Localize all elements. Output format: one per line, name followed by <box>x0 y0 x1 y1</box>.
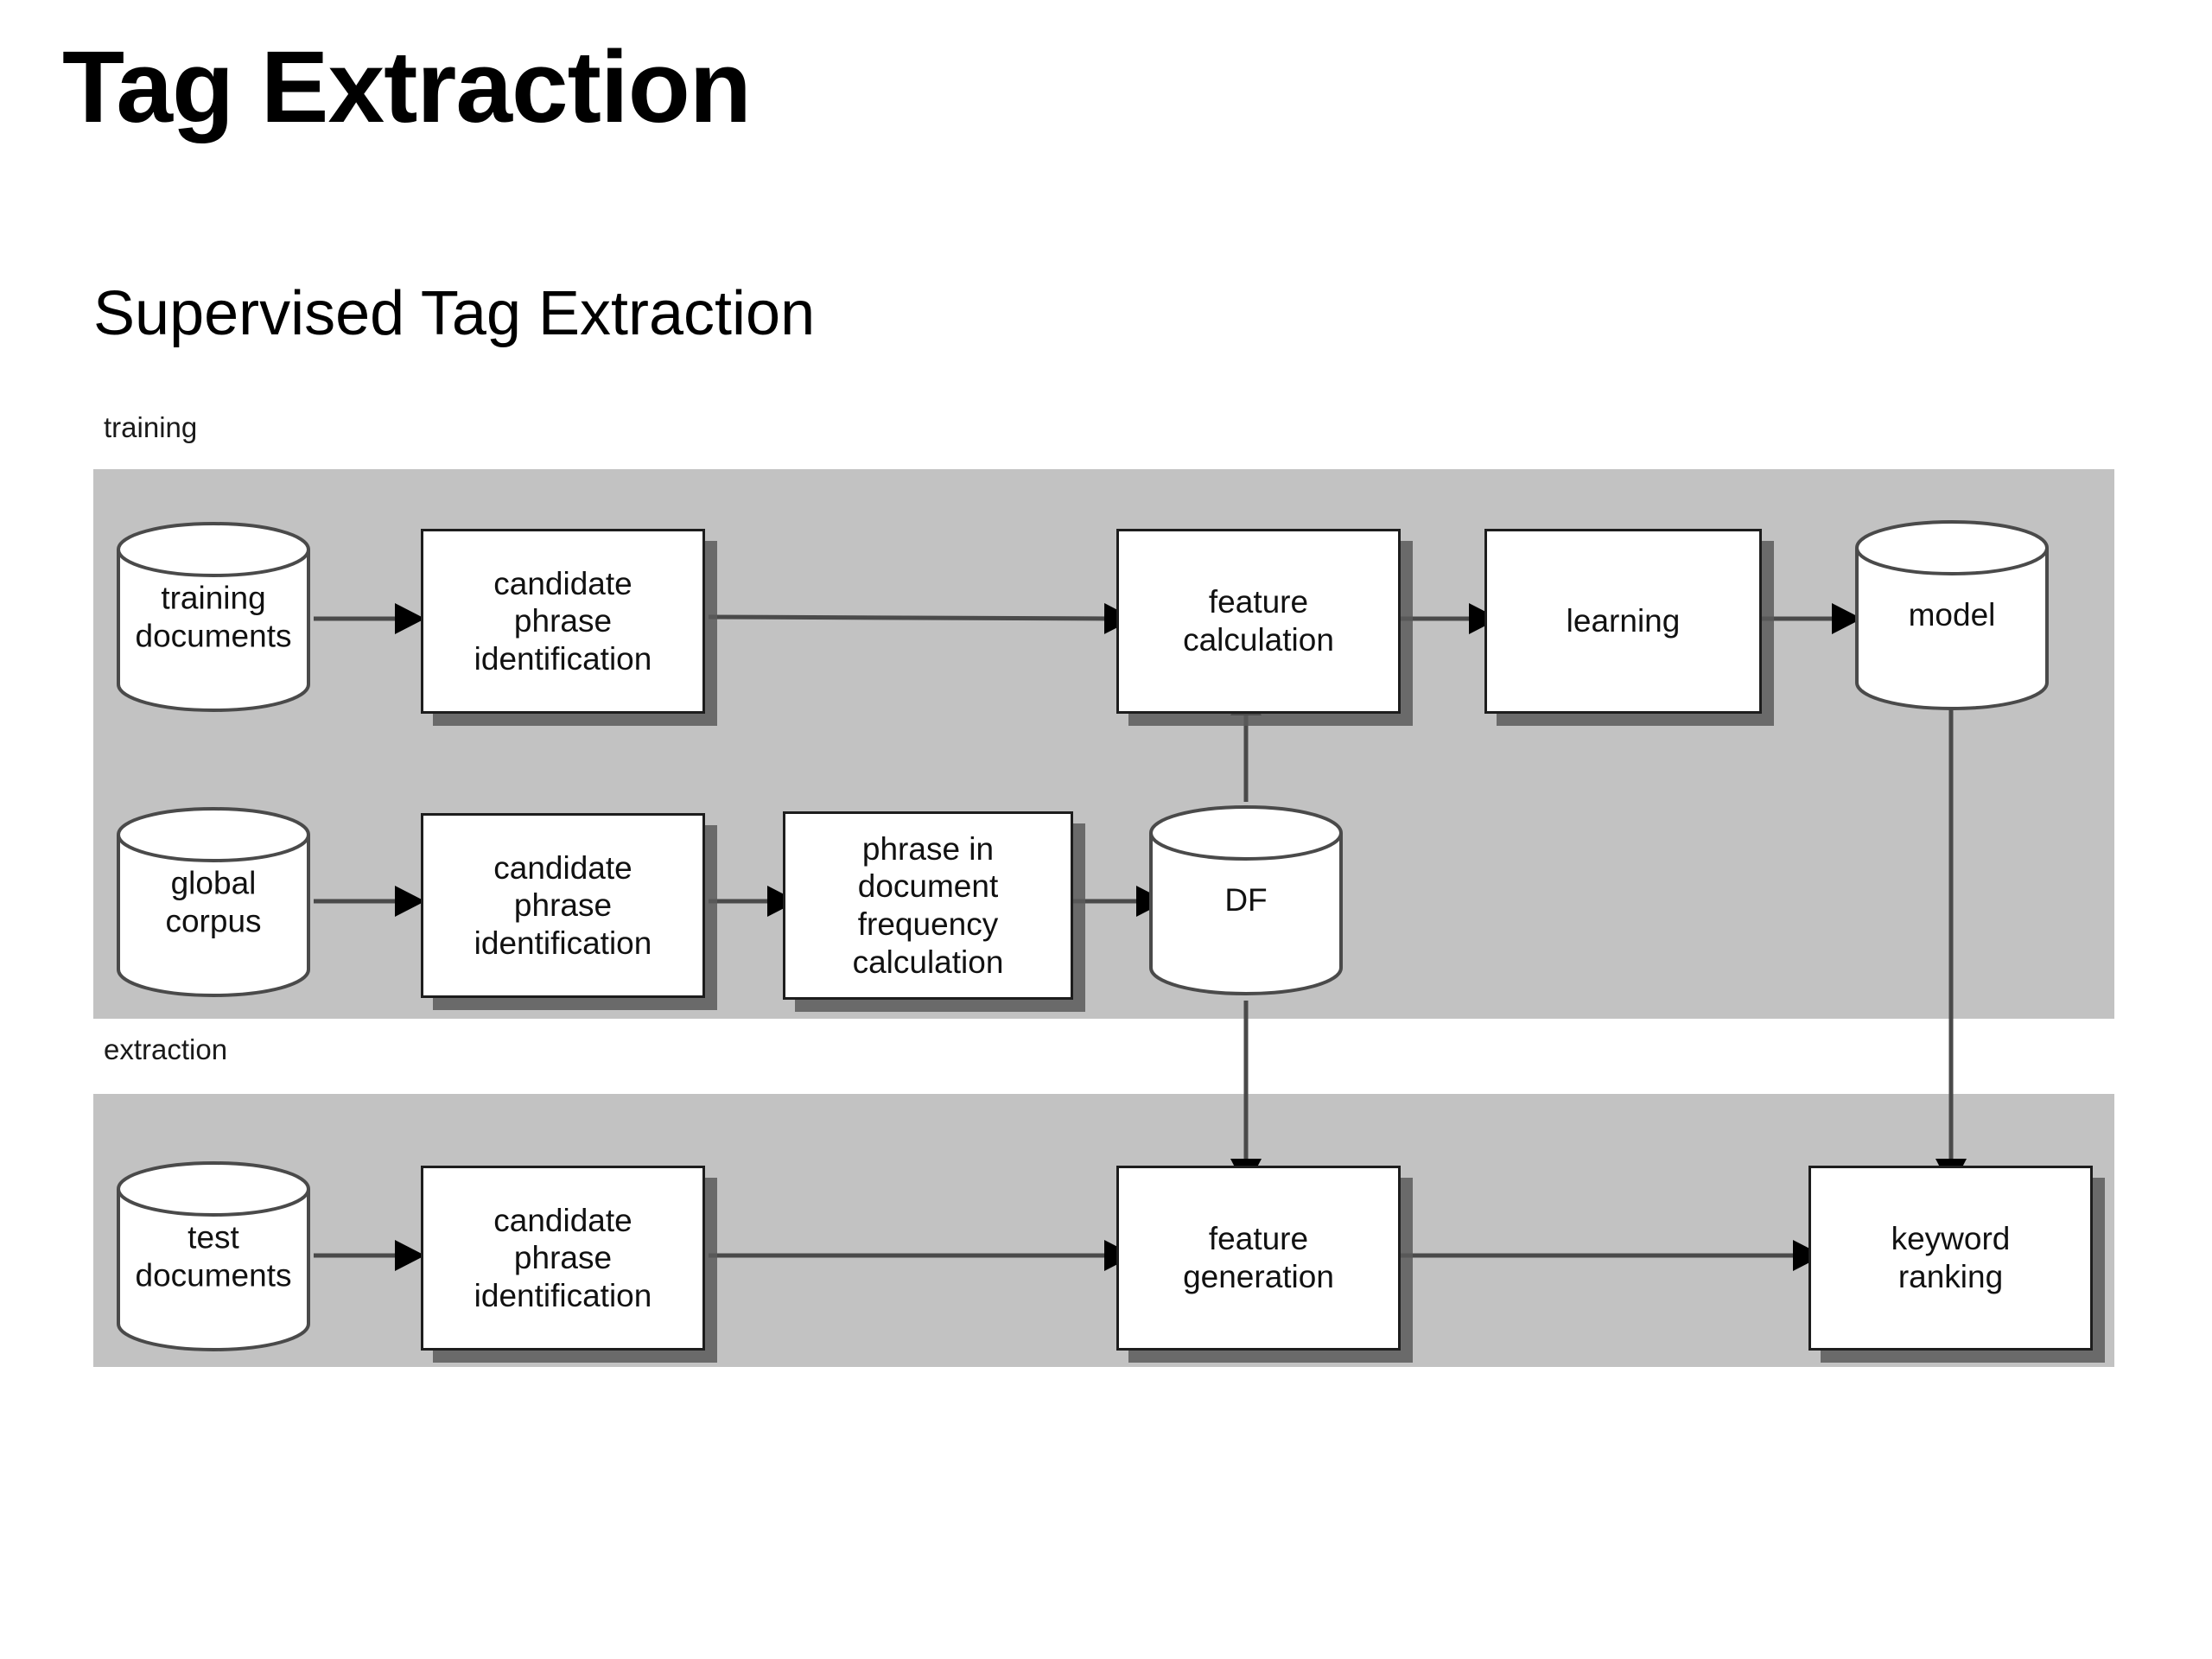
process-label: feature generation <box>1183 1221 1334 1294</box>
page-title: Tag Extraction <box>62 30 752 144</box>
process-candidate-phrase-identification-test[interactable]: candidate phrase identification <box>421 1166 705 1351</box>
process-phrase-in-document-frequency-calculation[interactable]: phrase in document frequency calculation <box>783 811 1073 1000</box>
datastore-training-documents[interactable]: training documents <box>115 518 312 715</box>
process-label: candidate phrase identification <box>474 849 652 961</box>
datastore-df[interactable]: DF <box>1147 802 1344 999</box>
cylinder-shape <box>117 521 310 713</box>
process-feature-generation[interactable]: feature generation <box>1116 1166 1401 1351</box>
datastore-label: model <box>1908 597 1996 633</box>
process-label: phrase in document frequency calculation <box>852 830 1004 980</box>
datastore-label: DF <box>1224 882 1268 918</box>
process-label: candidate phrase identification <box>474 1202 652 1313</box>
cylinder-shape <box>117 1160 310 1352</box>
process-learning[interactable]: learning <box>1484 529 1762 714</box>
slide-subtitle: Supervised Tag Extraction <box>93 279 816 348</box>
phase-label-extraction: extraction <box>104 1033 228 1065</box>
process-keyword-ranking[interactable]: keyword ranking <box>1808 1166 2093 1351</box>
process-label: candidate phrase identification <box>474 565 652 677</box>
process-label: feature calculation <box>1183 584 1334 658</box>
datastore-label: test documents <box>135 1219 292 1293</box>
process-feature-calculation[interactable]: feature calculation <box>1116 529 1401 714</box>
datastore-label: training documents <box>135 580 292 653</box>
cylinder-shape <box>117 806 310 998</box>
phase-label-training: training <box>104 411 198 443</box>
datastore-test-documents[interactable]: test documents <box>115 1158 312 1355</box>
diagram-panel-training <box>93 469 2114 1019</box>
process-candidate-phrase-identification-training[interactable]: candidate phrase identification <box>421 529 705 714</box>
cylinder-shape <box>1149 804 1343 996</box>
datastore-global-corpus[interactable]: global corpus <box>115 804 312 1001</box>
process-label: keyword ranking <box>1891 1221 2011 1294</box>
process-label: learning <box>1566 603 1681 639</box>
process-candidate-phrase-identification-corpus[interactable]: candidate phrase identification <box>421 813 705 998</box>
datastore-label: global corpus <box>165 865 262 938</box>
datastore-model[interactable]: model <box>1853 517 2050 714</box>
cylinder-shape <box>1855 519 2049 711</box>
